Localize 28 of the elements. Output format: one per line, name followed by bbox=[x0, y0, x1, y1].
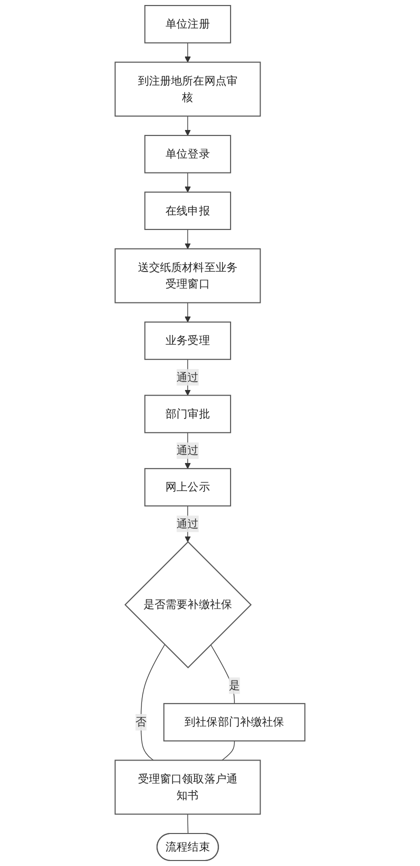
arrow bbox=[184, 116, 191, 136]
node-box: 单位登录 bbox=[144, 134, 232, 174]
connector bbox=[187, 814, 188, 834]
arrow bbox=[184, 42, 191, 62]
connector bbox=[222, 740, 235, 761]
arrow bbox=[184, 302, 191, 322]
node-box: 送交纸质材料至业务受理窗口 bbox=[114, 248, 261, 304]
arrow bbox=[184, 359, 191, 396]
node-diamond: 是否需要补缴社保 bbox=[124, 541, 252, 668]
edge-label: 是 bbox=[228, 678, 240, 692]
node-box: 受理窗口领取落户通知书 bbox=[114, 760, 261, 815]
arrow bbox=[184, 506, 191, 542]
edge-label: 通过 bbox=[176, 516, 199, 530]
edge-label: 通过 bbox=[176, 370, 199, 384]
edge-label: 否 bbox=[136, 715, 147, 728]
node-box: 在线申报 bbox=[144, 192, 232, 230]
arrow bbox=[184, 229, 191, 250]
connector bbox=[140, 644, 166, 761]
node-box: 网上公示 bbox=[144, 468, 232, 506]
node-box: 到注册地所在网点审核 bbox=[114, 62, 261, 117]
arrow bbox=[184, 432, 191, 469]
edge-label: 通过 bbox=[176, 444, 199, 457]
connector bbox=[210, 644, 235, 704]
arrow bbox=[184, 172, 191, 192]
node-box: 部门审批 bbox=[144, 394, 232, 434]
node-box: 单位注册 bbox=[144, 5, 232, 44]
node-box: 到社保部门补缴社保 bbox=[163, 703, 306, 742]
node-box: 业务受理 bbox=[144, 322, 232, 360]
